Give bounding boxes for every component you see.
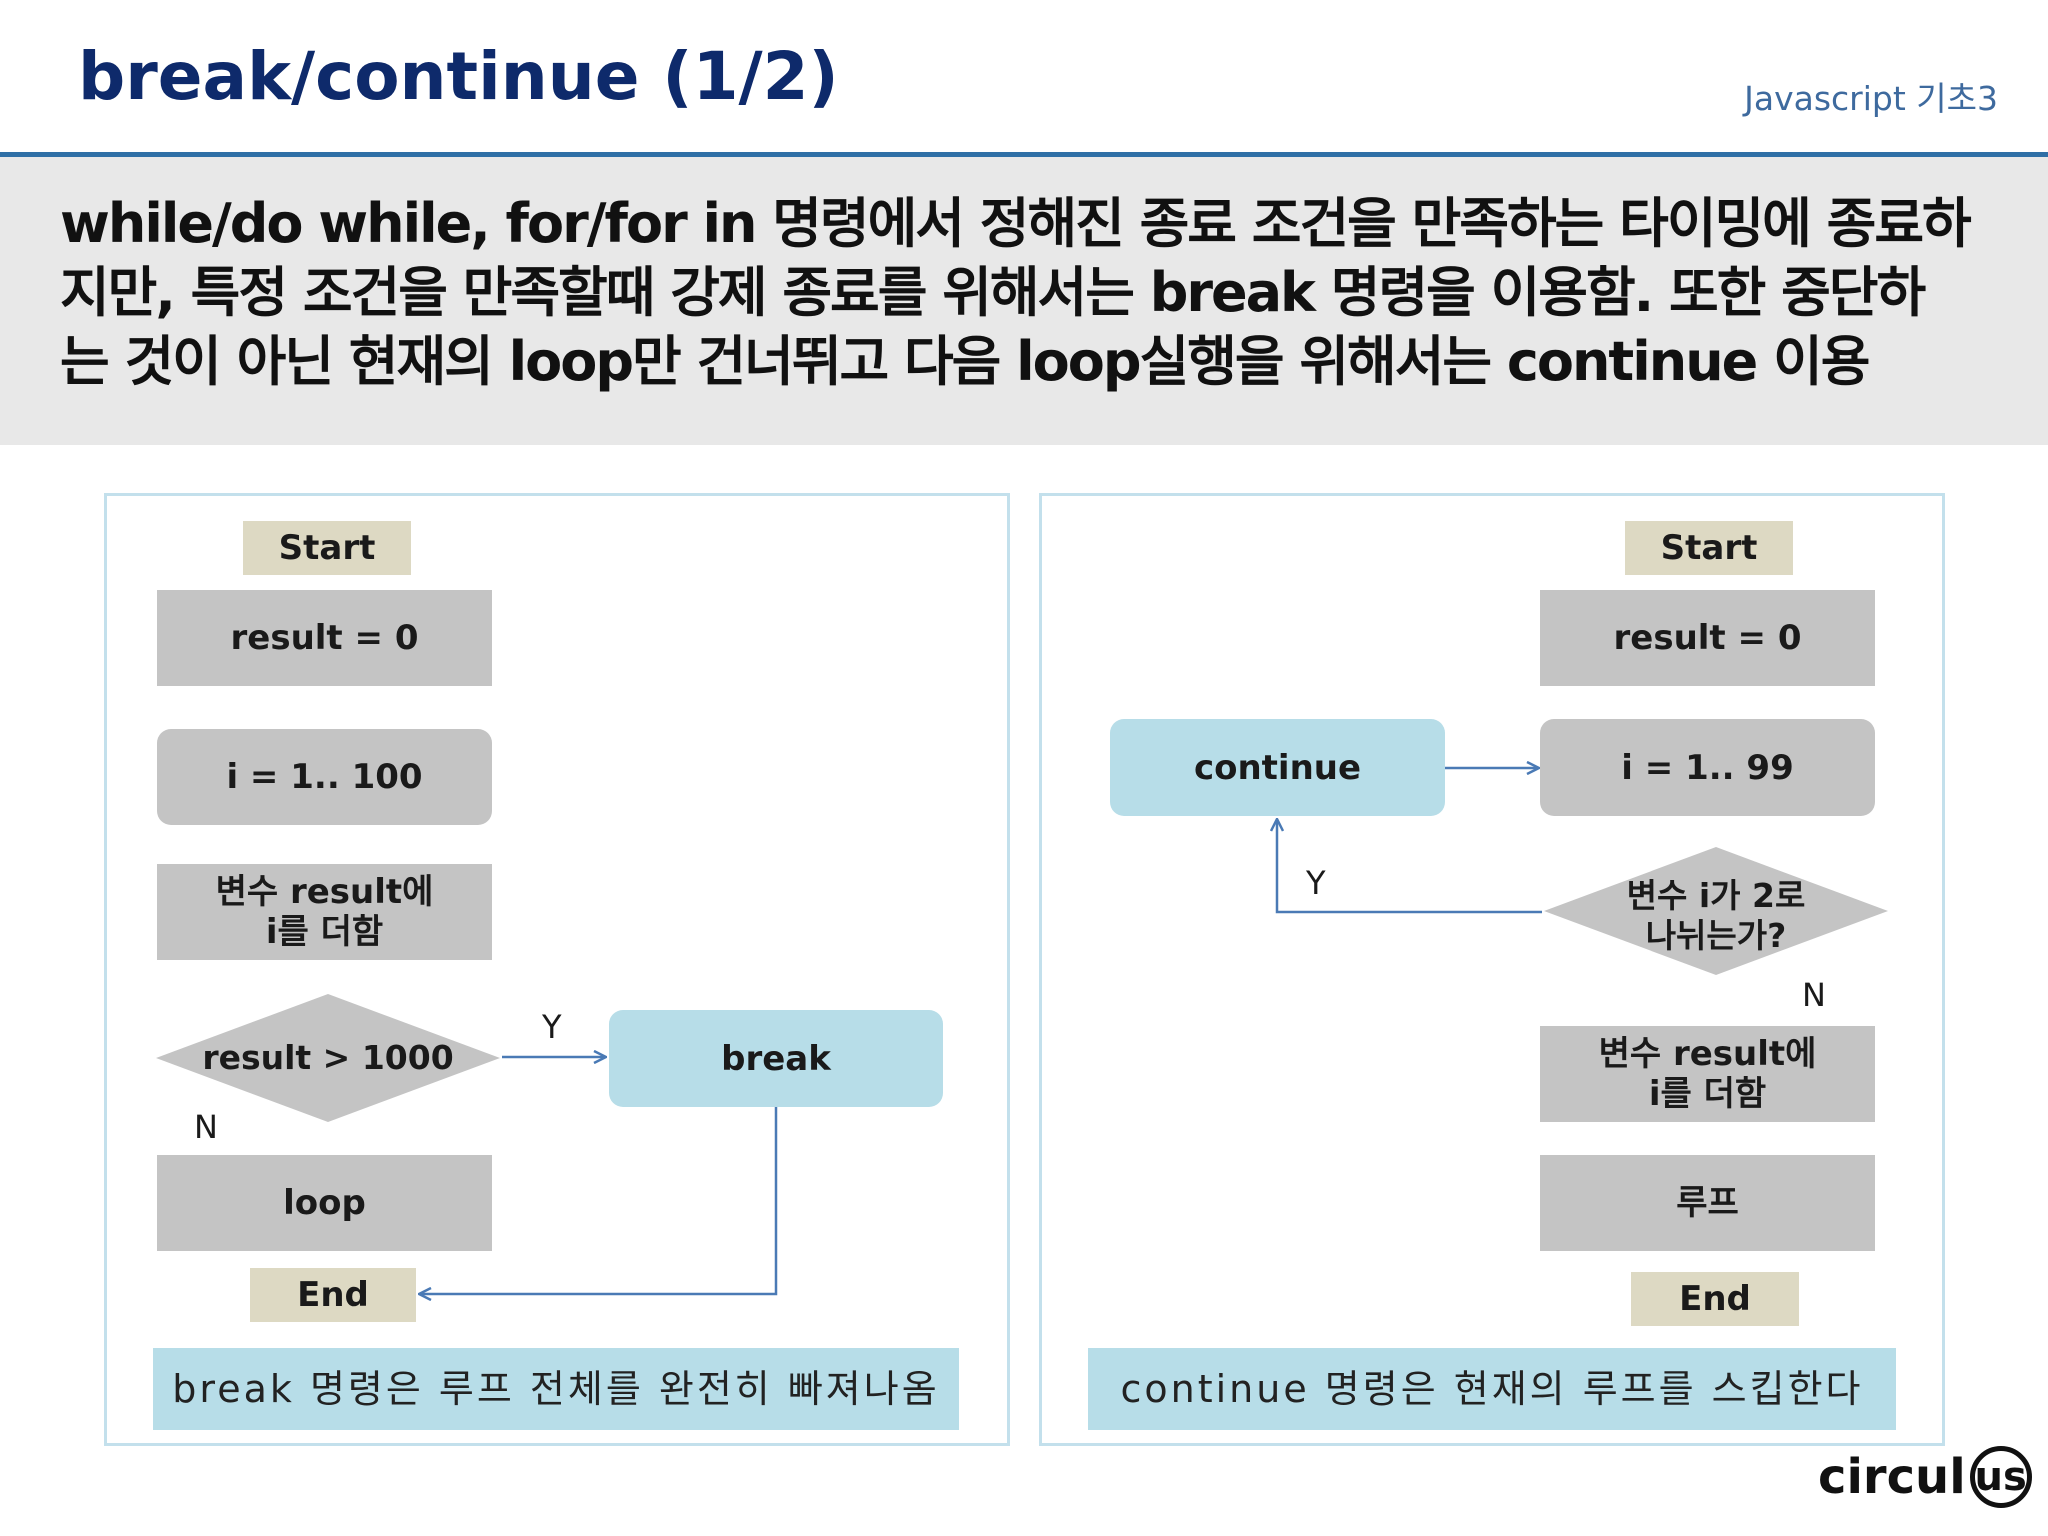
logo-text: circul (1818, 1449, 1966, 1505)
break-caption: break 명령은 루프 전체를 완전히 빠져나옴 (153, 1348, 959, 1430)
intro-text: while/do while, for/for in 명령에서 정해진 종료 조… (60, 192, 1972, 393)
intro-banner: while/do while, for/for in 명령에서 정해진 종료 조… (0, 157, 2048, 445)
arrow-yes-to-continue (1277, 820, 1542, 914)
break-condition-label: result > 1000 (202, 1038, 454, 1077)
slide-subtitle: Javascript 기초3 (1744, 79, 1998, 118)
logo-circle: us (1969, 1446, 2032, 1508)
arrow-break-to-end (420, 1107, 778, 1294)
break-loop-range-node: i = 1.. 100 (157, 729, 492, 825)
condition-diamond-continue (1544, 847, 1888, 975)
continue-no-label: N (1802, 976, 1826, 1014)
continue-start-node: Start (1625, 521, 1793, 575)
break-no-label: N (194, 1108, 218, 1146)
continue-node: continue (1110, 719, 1445, 816)
break-node: break (609, 1010, 943, 1107)
slide-header: break/continue (1/2) Javascript 기초3 (0, 0, 2048, 152)
continue-end-node: End (1631, 1272, 1799, 1326)
condition-diamond-break (156, 994, 500, 1122)
continue-loop-node: 루프 (1540, 1155, 1875, 1251)
circulus-logo: circul us (1818, 1446, 2032, 1508)
slide-title: break/continue (1/2) (78, 38, 839, 115)
continue-add-node: 변수 result에 i를 더함 (1540, 1026, 1875, 1122)
header-divider (0, 152, 2048, 157)
continue-init-node: result = 0 (1540, 590, 1875, 686)
continue-condition-label: 변수 i가 2로 나뉘는가? (1626, 876, 1806, 955)
continue-caption: continue 명령은 현재의 루프를 스킵한다 (1088, 1348, 1896, 1430)
break-add-node: 변수 result에 i를 더함 (157, 864, 492, 960)
break-loop-node: loop (157, 1155, 492, 1251)
break-start-node: Start (243, 521, 411, 575)
break-yes-label: Y (542, 1008, 562, 1046)
continue-loop-range-node: i = 1.. 99 (1540, 719, 1875, 816)
continue-yes-label: Y (1306, 864, 1326, 902)
break-end-node: End (250, 1268, 416, 1322)
break-init-node: result = 0 (157, 590, 492, 686)
